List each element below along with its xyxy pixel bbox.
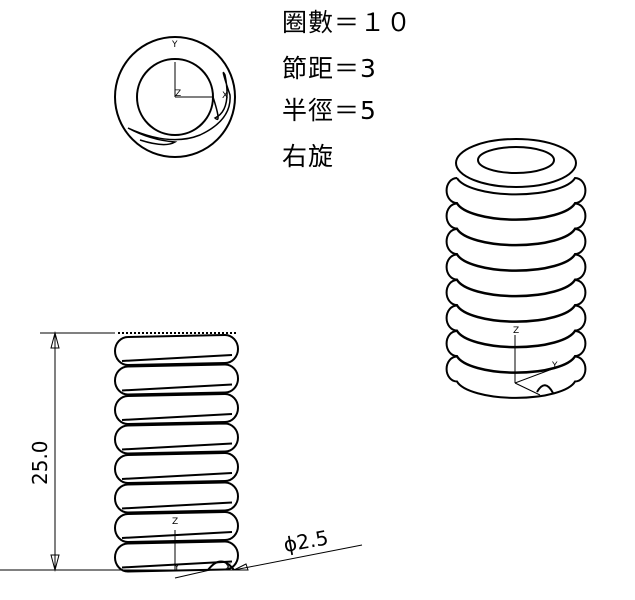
coil-turn: [114, 481, 239, 514]
iso-axis-y-label: Y: [551, 361, 558, 371]
spec-turns: 圈數＝１０: [282, 8, 413, 37]
axis-x-label: X: [222, 91, 228, 101]
coil-turn: [445, 176, 587, 221]
coil-turn: [114, 422, 239, 455]
coil-turn: [114, 510, 239, 544]
coil-turn: [445, 227, 587, 272]
coil-turn: [114, 451, 239, 485]
coil-turn: [114, 392, 239, 426]
front-view-annotations: Z Y X: [0, 331, 363, 579]
coil-turn: [445, 253, 587, 297]
spec-direction: 右旋: [282, 142, 335, 171]
iso-view-axes: Z Y: [513, 326, 558, 396]
coil-turn: [445, 355, 587, 399]
coil-helix-line: [121, 383, 233, 392]
top-view: Y Z X: [114, 36, 236, 158]
iso-view-spring: [445, 138, 587, 399]
coil-turn: [445, 278, 587, 323]
axis-y-label: Y: [171, 40, 178, 50]
coil-helix-line: [121, 413, 233, 421]
diameter-leader-line: [233, 544, 363, 571]
coil-turn: [114, 333, 239, 367]
spec-radius: 半徑＝5: [282, 96, 377, 125]
coil-turn: [445, 202, 587, 246]
coil-top-inner: [477, 146, 555, 174]
coil-helix-line: [121, 531, 233, 539]
coil-turn: [114, 363, 239, 396]
coil-turn: [445, 329, 587, 374]
coil-helix-line: [121, 472, 233, 480]
coil-helix-line: [121, 354, 233, 362]
coil-helix-line: [121, 560, 233, 569]
spec-pitch: 節距＝3: [282, 54, 377, 83]
coil-top-outer: [455, 138, 577, 188]
iso-axis-z-label: Z: [513, 326, 519, 336]
front-axis-y-label: Y: [173, 563, 180, 573]
front-axis-z-label: Z: [172, 517, 178, 527]
coil-helix-line: [121, 501, 233, 510]
height-dimension-text: 25.0: [28, 440, 52, 485]
front-axis-x-label: X: [225, 563, 231, 573]
front-view-spring: [114, 332, 239, 573]
axis-z-label: Z: [175, 89, 181, 99]
coil-helix-line: [121, 442, 233, 451]
